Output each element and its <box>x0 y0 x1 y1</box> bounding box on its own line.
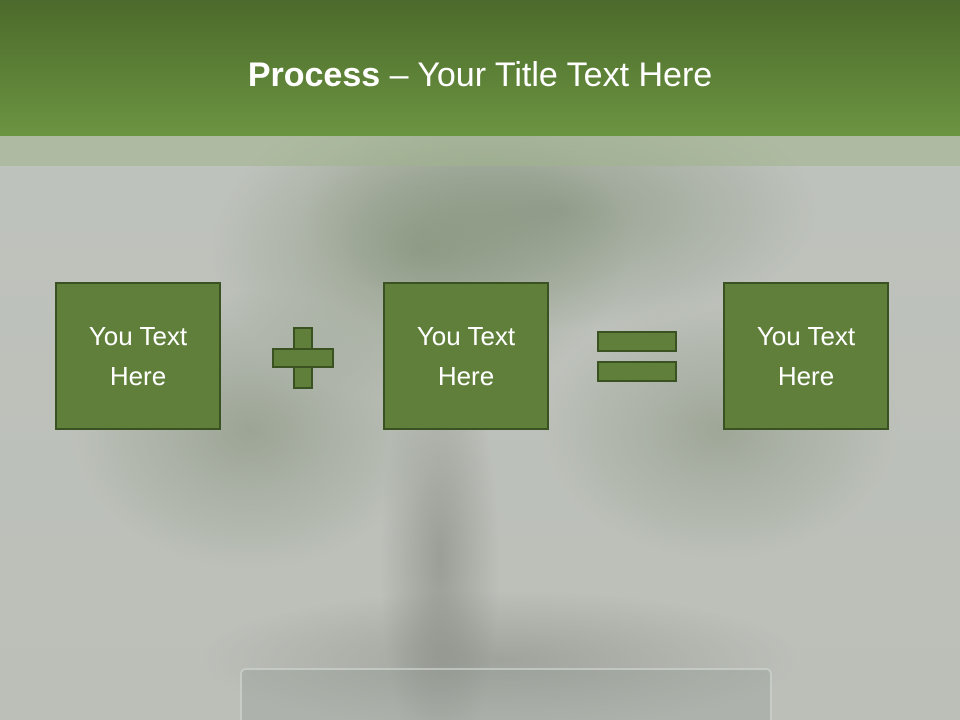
plus-icon <box>272 327 334 389</box>
equals-icon <box>597 331 677 383</box>
process-box-3-line1: You Text <box>756 321 856 351</box>
process-box-1: You Text Here <box>55 282 221 430</box>
title-bar: Process – Your Title Text Here <box>0 0 960 136</box>
process-box-2-line2: Here <box>437 361 495 391</box>
process-box-2-line1: You Text <box>416 321 516 351</box>
bonsai-pot <box>240 668 772 720</box>
process-box-1-text: You Text Here <box>68 316 208 396</box>
process-box-3: You Text Here <box>723 282 889 430</box>
title-underline-band <box>0 136 960 166</box>
process-box-1-line1: You Text <box>88 321 188 351</box>
process-box-2: You Text Here <box>383 282 549 430</box>
title-rest: – Your Title Text Here <box>380 56 713 94</box>
process-box-1-line2: Here <box>109 361 167 391</box>
process-box-3-line2: Here <box>777 361 835 391</box>
process-box-2-text: You Text Here <box>396 316 536 396</box>
title-bold: Process <box>247 56 381 94</box>
slide-title: Process – Your Title Text Here <box>0 50 960 100</box>
process-box-3-text: You Text Here <box>736 316 876 396</box>
